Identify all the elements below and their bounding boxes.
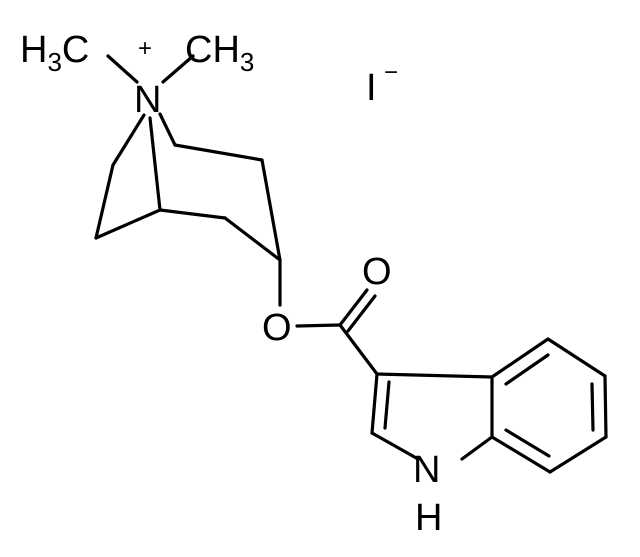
bond-bridgehead-left-c8 — [158, 208, 227, 220]
bond-benzene-c7-c7a-inner — [504, 428, 551, 458]
bond-c2-c3 — [94, 163, 115, 240]
bond-benzene-c3a-c4 — [490, 337, 550, 379]
bond-indole-n1-c7a — [460, 435, 494, 461]
bond-n-bridgehead-left — [111, 113, 146, 167]
bond-n-bridgehead-right — [158, 112, 177, 147]
bond-n-methyl-left — [106, 54, 139, 84]
bond-benzene-c6-c7 — [548, 435, 608, 474]
label-methyl-right: CH3 — [185, 29, 254, 77]
label-quaternary-nitrogen: N — [134, 79, 161, 121]
bond-carbonyl-double-a — [338, 288, 369, 327]
bond-benzene-c7-c7a — [490, 435, 552, 474]
bond-benzene-c5-c6 — [603, 374, 608, 439]
bond-indole-c3-c3a — [375, 372, 494, 379]
label-indole-hydrogen: H — [415, 497, 442, 539]
bond-c6-c7 — [260, 158, 282, 262]
bond-indole-c3-c2-inner — [383, 380, 391, 430]
bond-indole-c3-c2 — [370, 372, 379, 435]
bond-ester-oxygen-carbonyl-carbon — [295, 323, 342, 328]
bond-c8-c7 — [223, 216, 282, 262]
label-methyl-left: H3C — [20, 29, 89, 77]
bond-bridgehead-right-c6 — [173, 143, 264, 162]
label-carbonyl-oxygen: O — [362, 251, 392, 293]
bond-benzene-c4-c5 — [546, 337, 607, 378]
label-indole-nitrogen: N — [413, 449, 440, 491]
bond-benzene-c5-c6-inner — [590, 382, 595, 432]
label-ester-oxygen: O — [262, 307, 292, 349]
bond-indole-c2-n1 — [370, 431, 420, 461]
bond-carbonyl-carbon-indole-c3 — [338, 323, 379, 376]
bond-n-bridge-down — [148, 116, 162, 212]
bond-n-methyl-right — [161, 54, 195, 84]
bond-carbonyl-double-b — [346, 294, 377, 333]
label-iodide: I — [366, 67, 377, 109]
bond-c3-c4 — [94, 208, 162, 240]
label-nitrogen-positive-charge: + — [138, 35, 152, 62]
label-iodide-negative-charge: − — [384, 59, 398, 86]
bond-benzene-c3a-c4-inner — [504, 353, 550, 386]
